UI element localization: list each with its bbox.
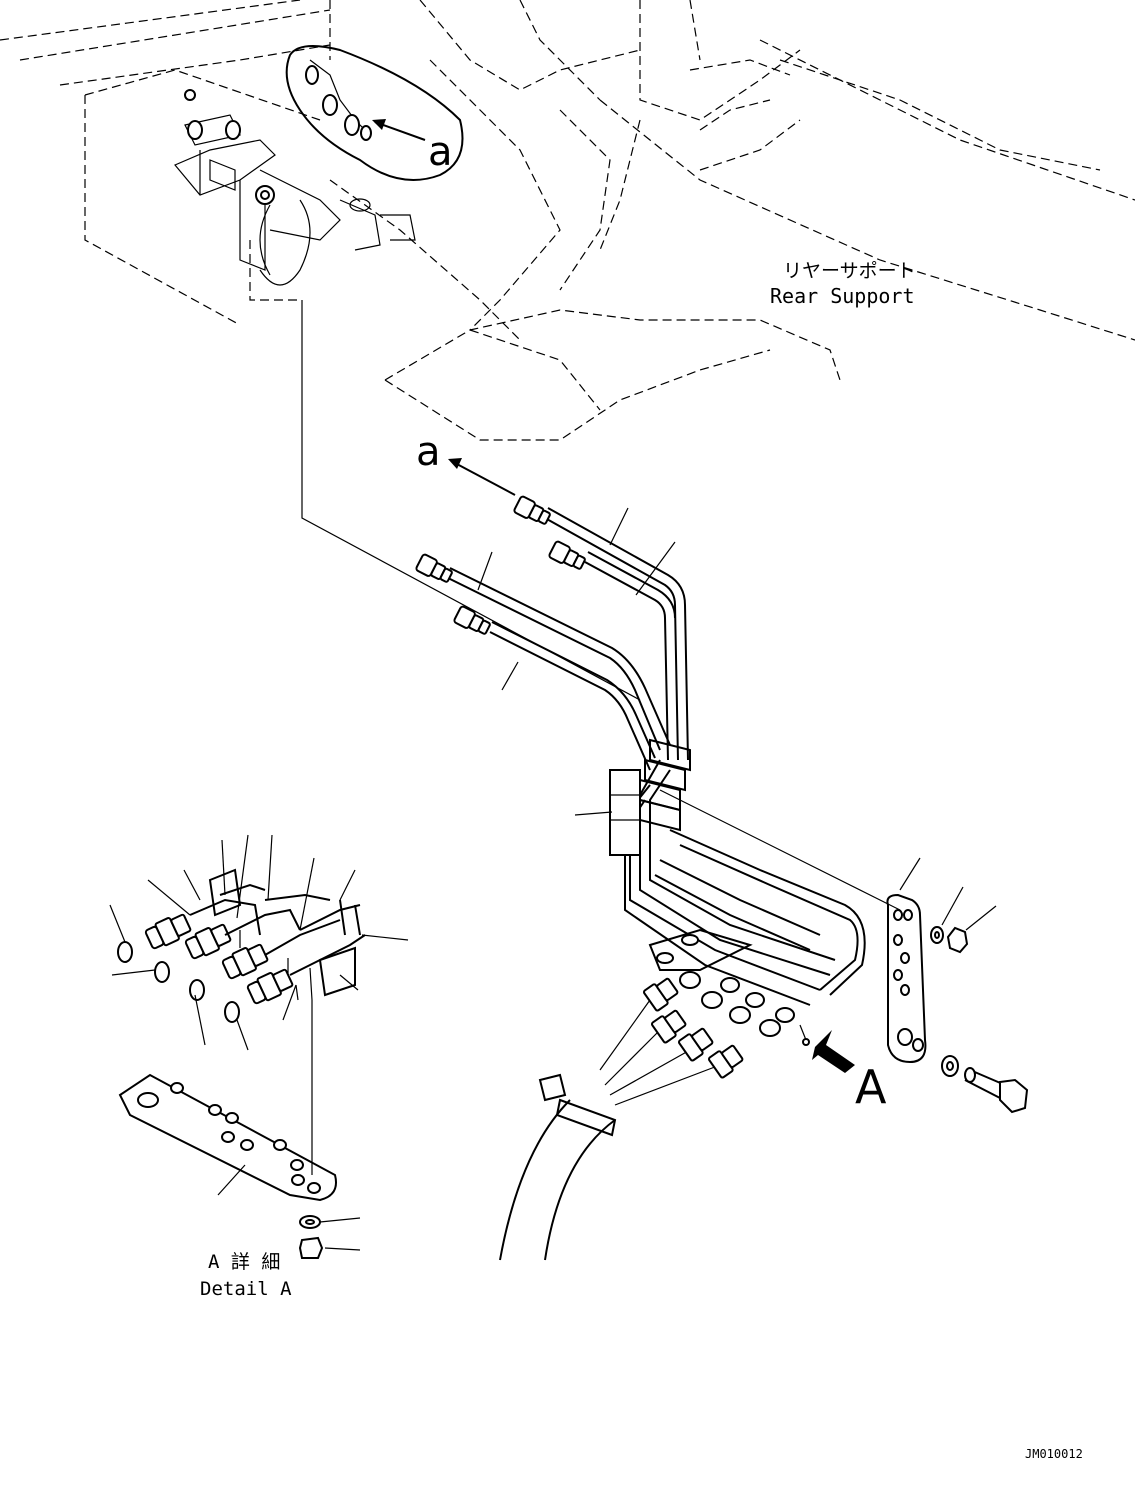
washer-nut-set <box>930 926 969 1077</box>
rear-support-label-jp: リヤーサポート <box>783 260 916 282</box>
pipe-outlet-fittings <box>679 971 810 1046</box>
rear-support-label-en: Rear Support <box>770 284 915 308</box>
machine-body-outline <box>0 0 1135 441</box>
detail-A-label-jp: A 詳 細 <box>208 1251 280 1273</box>
callout-a-top: a <box>428 129 453 175</box>
hydraulic-hose-bundle <box>499 977 744 1261</box>
detail-A-label-en: Detail A <box>200 1278 292 1300</box>
hydraulic-pipe-bundle <box>447 507 866 1006</box>
callout-a-mid: a <box>416 429 441 475</box>
drawing-id: JM010012 <box>1025 1447 1083 1461</box>
part-leader-lines <box>109 507 997 1251</box>
a-direction-arrow <box>448 458 516 496</box>
view-A-label: A <box>855 1060 887 1114</box>
mounting-bolt <box>964 1067 1029 1114</box>
valve-block-assembly <box>174 89 416 286</box>
o-ring <box>189 979 205 1001</box>
leader-line-assembly <box>301 300 641 701</box>
detail-A-assembly <box>117 868 366 1259</box>
o-ring <box>224 1001 240 1023</box>
mounting-bracket-plate <box>886 893 927 1064</box>
o-ring <box>154 961 170 983</box>
view-A-arrow <box>812 1030 855 1073</box>
o-ring <box>117 941 133 963</box>
pipe-clamp-plate <box>609 769 641 856</box>
pipe-end-fittings <box>415 495 586 635</box>
hose-end-fitting-detail <box>285 45 464 181</box>
